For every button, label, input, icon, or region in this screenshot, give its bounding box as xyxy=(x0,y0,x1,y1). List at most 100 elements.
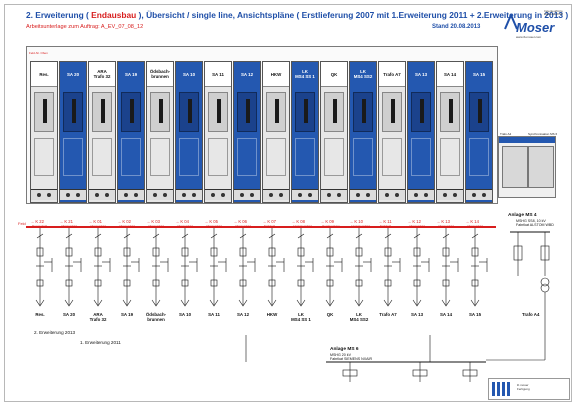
feeder-symbol xyxy=(238,299,248,307)
extension-note-2013: 2. Erweiterung 2013 xyxy=(34,330,76,335)
feeder-cable-label: → K 10 xyxy=(349,219,363,224)
feeder-symbol xyxy=(470,299,480,307)
feeder-name: SA 20 xyxy=(62,312,76,317)
feeder-name: Ödsbach- brunnen xyxy=(145,312,167,322)
feeder-symbol xyxy=(152,279,160,287)
feeder-symbol xyxy=(36,279,44,287)
feeder-type-label: Abgangsfeld xyxy=(235,224,251,228)
feeder-symbol xyxy=(413,233,421,239)
feeder-symbol xyxy=(152,247,160,257)
feeder-name: SA 15 xyxy=(468,312,482,317)
cabinet-label: SA 10 xyxy=(182,71,196,77)
cabinet: SA 10 xyxy=(175,61,203,203)
feeder-symbol xyxy=(36,247,44,257)
feeder-type-label: Längstrennfeld xyxy=(293,224,312,228)
cabinet-label: SA 11 xyxy=(205,62,231,87)
feeder-symbol xyxy=(267,299,277,307)
feeder-name: LK MS4 SS 1 xyxy=(291,312,311,322)
feeder-symbol xyxy=(442,279,450,287)
feeder-type-label: Abgangsfeld xyxy=(90,224,106,228)
feeder-name: SA 11 xyxy=(208,312,220,317)
company-logo: Moser Ingenieurbüro Elektrotechnik www.i… xyxy=(502,8,572,42)
cabinet: SA 13 xyxy=(407,61,435,203)
drawing-title: 2. Erweiterung ( Endausbau ), Übersicht … xyxy=(26,10,569,20)
feeder-symbol xyxy=(209,299,219,307)
feeder-symbol xyxy=(94,279,102,287)
feeder-name: SA 10 xyxy=(178,312,192,317)
feeder-symbol xyxy=(442,233,450,239)
feeder-cable-label: → K 21 xyxy=(59,219,73,224)
feeder-symbol xyxy=(239,279,247,287)
logo-mark-icon xyxy=(504,14,518,30)
cabinet: Res. xyxy=(30,61,58,203)
ms6-manufacturer: Fabrikat SIEMENS NXAIR xyxy=(330,357,373,361)
feeder-name: QK xyxy=(326,312,334,317)
feeder-type-label: Trafofeld xyxy=(380,224,391,228)
cabinet: QK xyxy=(320,61,348,203)
feeder-cable-label: → K 14 xyxy=(465,219,479,224)
feeder-cable-label: → K 02 xyxy=(117,219,131,224)
feeder-cable-label: → K 01 xyxy=(88,219,102,224)
feeder-symbol xyxy=(181,247,189,257)
feeder-symbol xyxy=(123,233,131,239)
cabinet: SA 12 xyxy=(233,61,261,203)
ms6-spec: MSHG 20 kV xyxy=(330,353,351,357)
feeder-symbol xyxy=(65,247,73,257)
feeder-symbol xyxy=(441,299,451,307)
feeder-cable-label: → K 22 xyxy=(30,219,44,224)
feeder-name: SA 14 xyxy=(439,312,453,317)
sync-panel-label: Synchronisation MS 6 xyxy=(528,132,558,136)
feeder-symbol xyxy=(152,233,160,239)
cabinet-label: SA 13 xyxy=(414,71,428,77)
feeder-name: HKW xyxy=(266,312,278,317)
feeder-name: Trafo A7 xyxy=(379,312,397,317)
logo-url: www.ib-moser.com xyxy=(516,35,542,39)
feeder-name: SA 12 xyxy=(236,312,250,317)
feeder-symbol xyxy=(94,247,102,257)
ms6-title: Anlage MS 6 xyxy=(330,347,359,352)
feeder-cable-label: → K 04 xyxy=(175,219,189,224)
cabinet: Ödsbach- brunnen xyxy=(146,61,174,203)
feeder-symbol xyxy=(181,233,189,239)
logo-brand: Moser xyxy=(516,20,555,35)
feeder-symbol xyxy=(296,299,306,307)
feeder-symbol xyxy=(239,233,247,239)
feeder-symbol xyxy=(123,279,131,287)
cabinet-label: SA 12 xyxy=(240,71,254,77)
cabinet: SA 19 xyxy=(117,61,145,203)
feeder-type-label: Abgangsfeld xyxy=(61,224,77,228)
cabinet-label: QK xyxy=(321,62,347,87)
order-reference: Arbeitsunterlage zum Auftrag: A_EV_07_08… xyxy=(26,24,144,30)
feeder-symbol xyxy=(297,247,305,257)
cabinet-label: SA 19 xyxy=(124,71,138,77)
cabinet-label: Res. xyxy=(31,62,57,87)
cabinet-label: LK MS4 SS2 xyxy=(353,69,373,79)
feeder-cable-label: → K 03 xyxy=(146,219,160,224)
feeder-symbol xyxy=(35,299,45,307)
drawing-frame xyxy=(4,4,572,402)
ms4-spec: MSHG SS8, 10 kV xyxy=(516,219,546,223)
main-busbar xyxy=(26,226,496,228)
cabinet: SA 14 xyxy=(436,61,464,203)
stamp-logo-icon xyxy=(492,382,512,396)
feeder-symbol xyxy=(355,233,363,239)
feeder-symbol xyxy=(297,279,305,287)
feeder-type-label: Reservefeld xyxy=(32,224,47,228)
feeder-type-label: Querkupplung xyxy=(322,224,340,228)
feeder-type-label: Abgangsfeld xyxy=(409,224,425,228)
feeder-symbol xyxy=(355,279,363,287)
feeder-symbol xyxy=(384,247,392,257)
feeder-name: LK MS4 SS2 xyxy=(349,312,369,322)
ms4-trafo-label: Trafo A4 xyxy=(522,312,540,317)
feeder-symbol xyxy=(268,247,276,257)
feeder-symbol xyxy=(325,299,335,307)
feeder-symbol xyxy=(354,299,364,307)
cabinet-label: SA 14 xyxy=(437,62,463,87)
cabinet: LK MS4 SS2 xyxy=(349,61,377,203)
feeder-symbol xyxy=(326,233,334,239)
logo-caption: Ingenieurbüro Elektrotechnik xyxy=(544,9,563,17)
feeder-symbol xyxy=(383,299,393,307)
feeder-symbol xyxy=(210,279,218,287)
feeder-type-label: Abgangsfeld xyxy=(467,224,483,228)
